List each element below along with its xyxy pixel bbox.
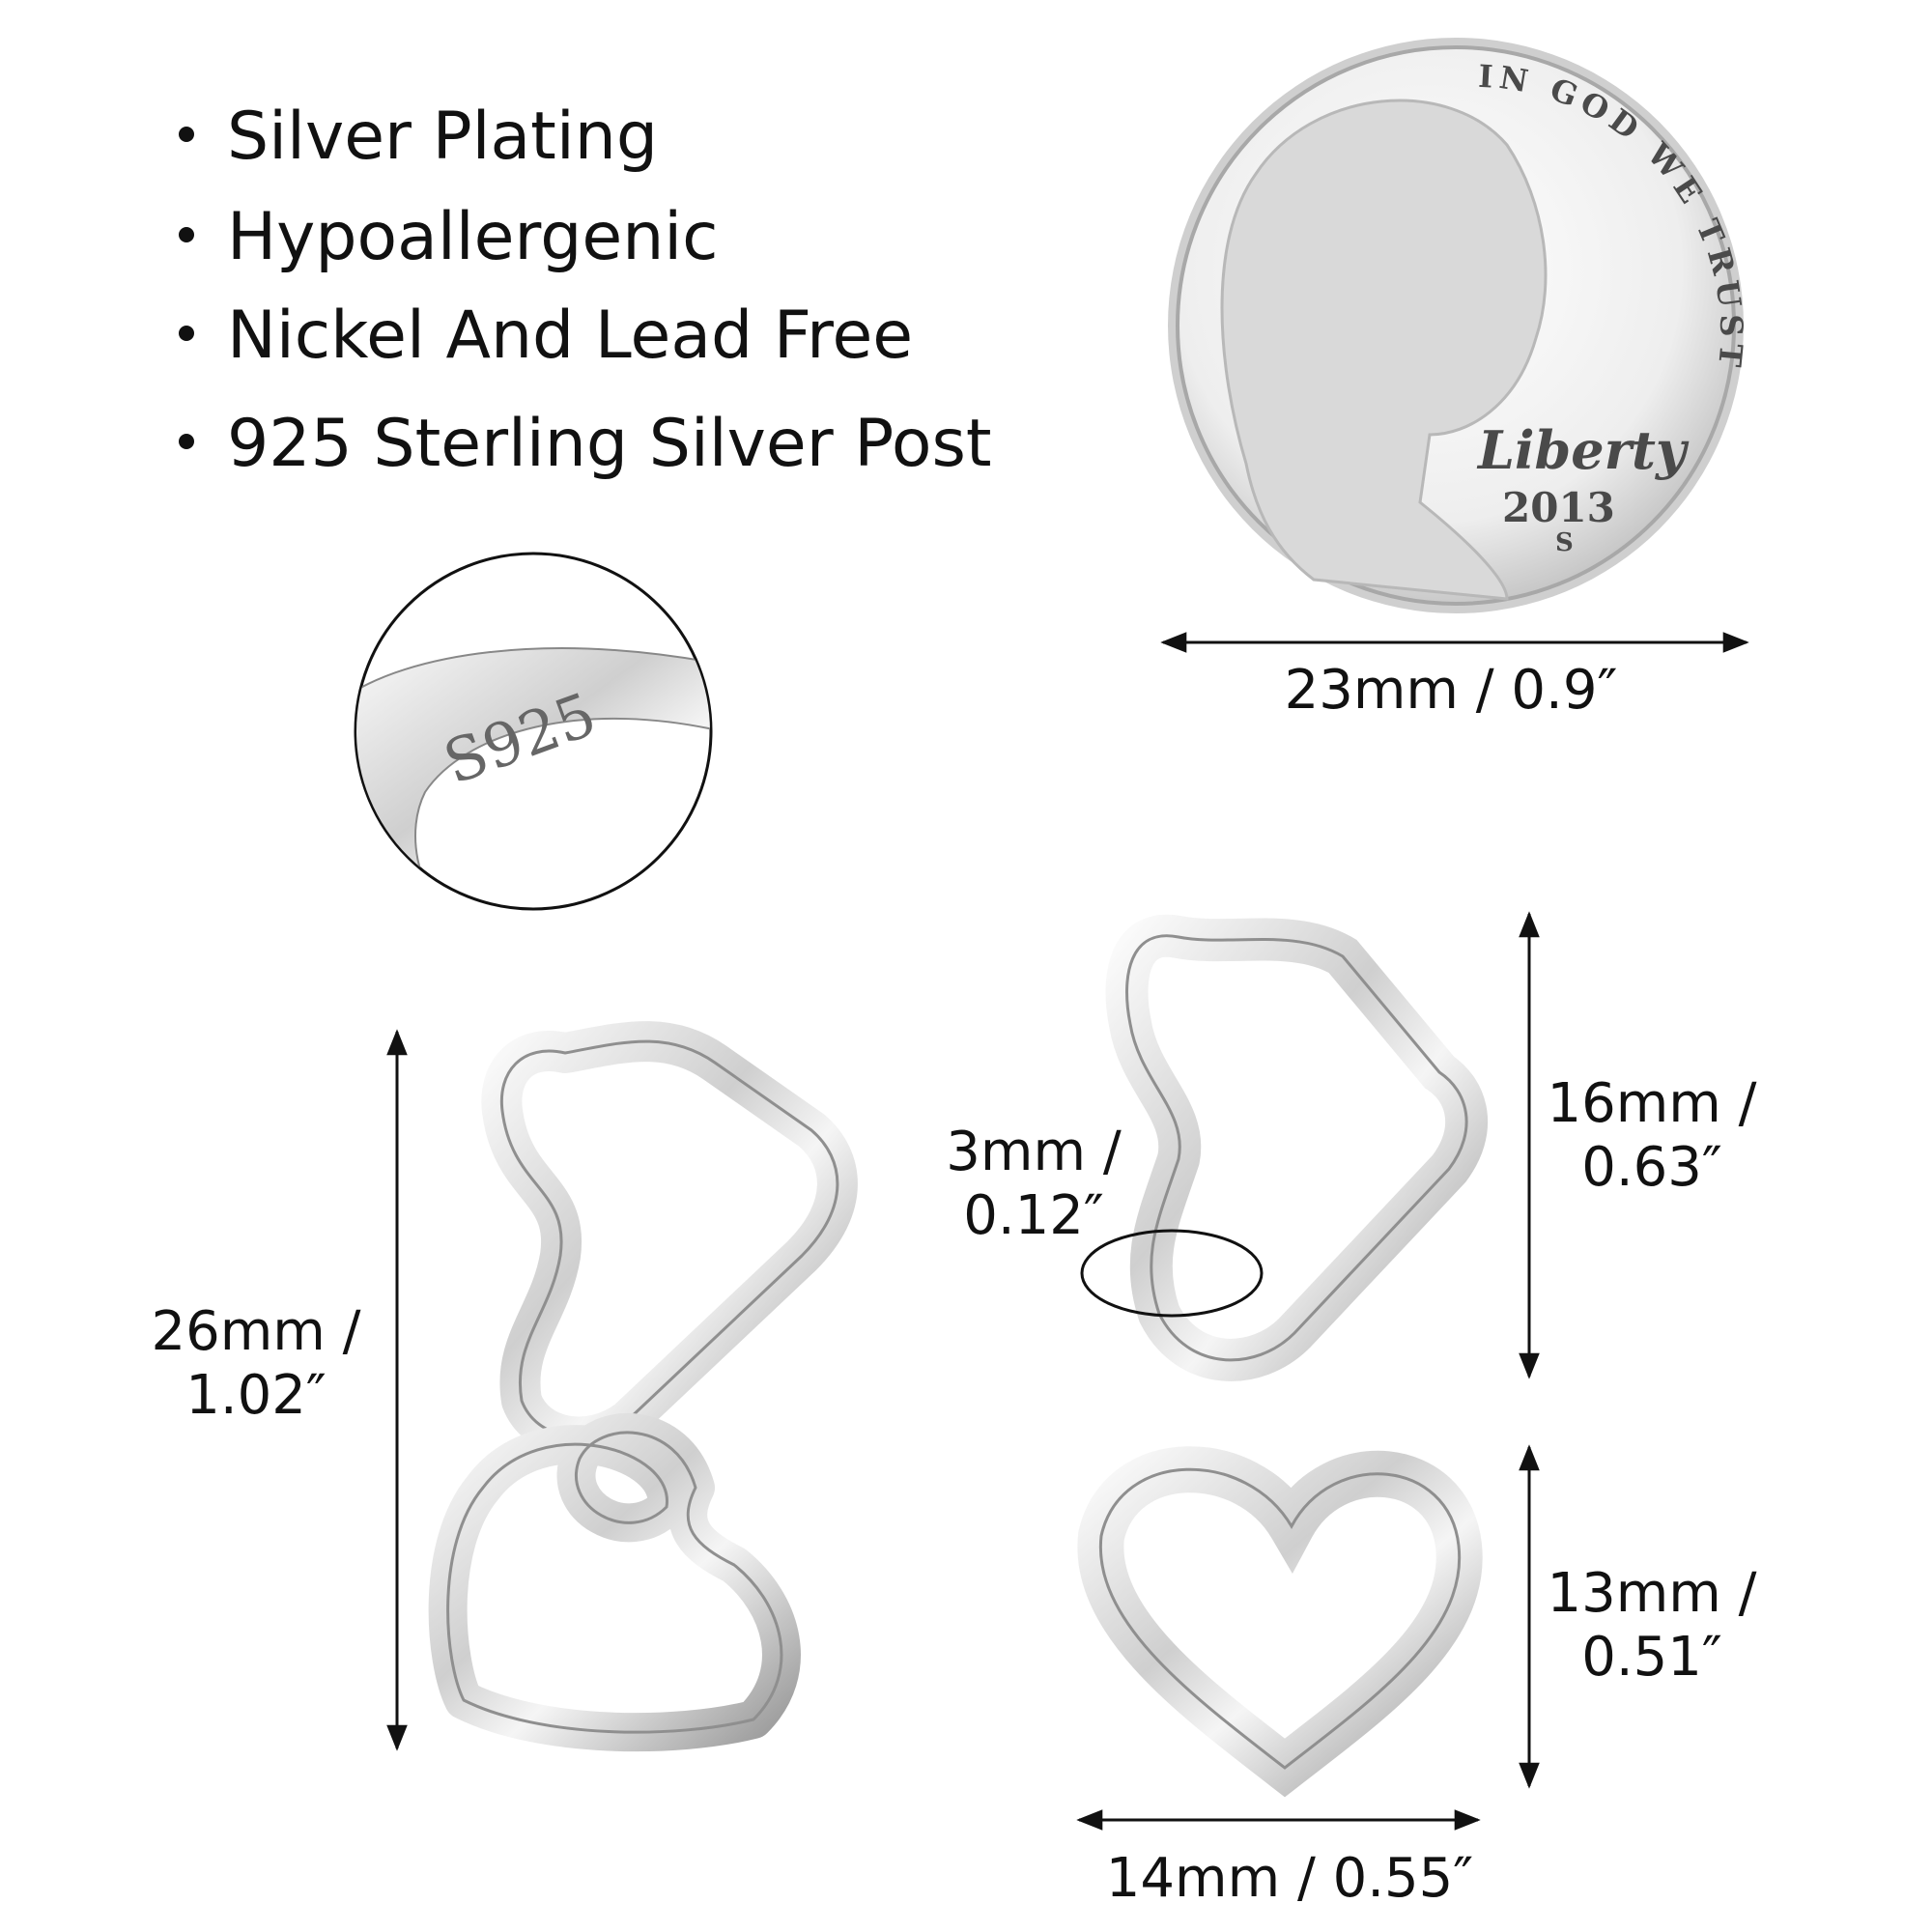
dim-line: 0.12″ [963,1184,1104,1247]
coin-diameter-label: 23mm / 0.9″ [1284,659,1618,722]
full-length-label: 26mm / 1.02″ [135,1300,377,1428]
bullet-icon [179,326,194,342]
bullet-icon [179,434,194,450]
thickness-indicator-ring [1080,1229,1264,1318]
heart-charm [1077,1446,1483,1798]
dim-line: 0.63″ [1581,1136,1722,1199]
feature-item: Hypoallergenic [179,205,719,270]
hoop-height-label: 16mm / 0.63″ [1536,1072,1768,1200]
coin-nickel: IN GOD WE TRUST Liberty 2013 S [1168,38,1745,613]
dim-line: 3mm / [946,1121,1122,1183]
earring-hoop [1080,914,1489,1381]
bullet-icon [179,127,194,143]
feature-label: 925 Sterling Silver Post [227,406,992,482]
dim-line: 1.02″ [185,1364,327,1427]
coin-mint-mark: S [1555,528,1574,557]
dim-line: 0.51″ [1581,1626,1722,1689]
heart-width-label: 14mm / 0.55″ [1105,1847,1474,1910]
feature-label: Hypoallergenic [227,199,719,275]
coin-liberty: Liberty [1476,419,1690,481]
earring-full [428,1021,858,1752]
hoop-thickness-label: 3mm / 0.12″ [927,1121,1140,1248]
feature-label: Nickel And Lead Free [227,298,914,374]
stamp-closeup: S925 [354,552,713,911]
feature-item: Silver Plating [179,104,658,170]
bullet-icon [179,227,194,243]
dim-line: 26mm / [151,1300,361,1363]
dim-line: 13mm / [1547,1562,1757,1625]
dim-line: 16mm / [1547,1072,1757,1135]
heart-height-label: 13mm / 0.51″ [1536,1562,1768,1690]
feature-item: 925 Sterling Silver Post [179,412,992,477]
coin-year: 2013 [1502,484,1615,531]
feature-item: Nickel And Lead Free [179,303,913,369]
portrait-silhouette [1220,99,1548,601]
feature-label: Silver Plating [227,99,658,175]
